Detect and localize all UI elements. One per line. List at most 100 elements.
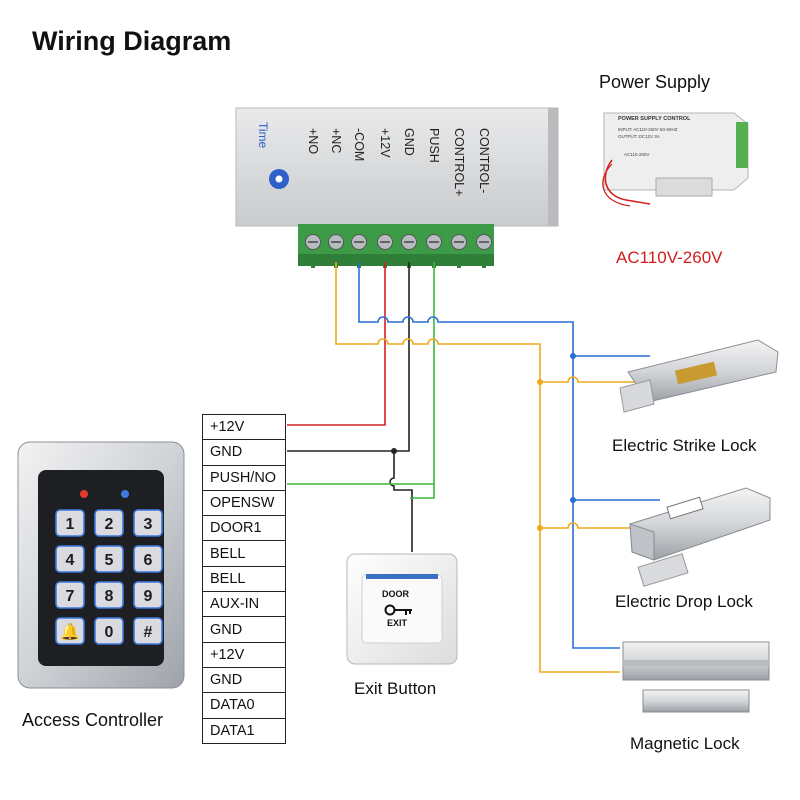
keypad-key-label: 3 — [144, 516, 153, 533]
keypad-key — [94, 617, 124, 645]
power-supply-terminal — [736, 122, 748, 168]
junction-dot — [570, 497, 576, 503]
power-supply-unit — [602, 112, 749, 207]
terminal-pin — [457, 264, 461, 268]
keypad-key — [94, 545, 124, 573]
electric-strike-lock-device — [619, 339, 779, 413]
terminal-row: DATA0 — [202, 692, 286, 719]
keypad-key-label: 8 — [105, 588, 114, 605]
junction-dot — [537, 525, 543, 531]
magnetic-lock-device — [622, 641, 770, 713]
time-knob-center — [275, 175, 283, 183]
exit-button-device — [346, 553, 458, 665]
keypad-key — [55, 617, 85, 645]
control-terminal-label: PUSH — [427, 128, 441, 163]
wire-orange-drop — [540, 522, 640, 529]
terminal-block-shade — [298, 254, 494, 266]
power-supply-cable-2 — [602, 163, 631, 207]
key-icon-shaft — [394, 609, 412, 615]
wire-orange-com — [335, 262, 620, 673]
keypad-key-label: 9 — [144, 588, 153, 605]
wire-orange-strike — [540, 376, 640, 383]
magnetic-lock-face — [623, 660, 769, 666]
exit-button-top-text: DOOR — [382, 589, 409, 599]
exit-button-label: Exit Button — [354, 679, 437, 698]
power-supply-module-header: POWER SUPPLY CONTROL — [618, 116, 691, 122]
strike-lock-keeper — [674, 361, 718, 385]
terminal-label: +12V — [202, 641, 286, 668]
terminal-row: PUSH/NO — [202, 464, 286, 491]
keypad-key — [55, 509, 85, 537]
power-supply-spec-2: OUTPUT: DC12V 3A — [618, 134, 660, 139]
power-supply-cable — [604, 159, 651, 205]
junction-dot — [537, 379, 543, 385]
terminal-row: GND — [202, 666, 286, 694]
drop-lock-label — [666, 496, 704, 520]
terminal-label: GND — [202, 616, 286, 643]
junction-dot — [391, 448, 397, 454]
junction-dot — [570, 353, 576, 359]
control-module-side — [548, 108, 558, 226]
terminal-row: GND — [202, 616, 286, 643]
power-supply-label: Power Supply — [599, 72, 711, 92]
keypad-key — [133, 545, 163, 573]
exit-button-stripe — [366, 574, 438, 579]
terminal-row: BELL — [202, 565, 286, 593]
keypad-key — [133, 581, 163, 609]
power-supply-voltage: AC110V-260V — [616, 248, 723, 267]
exit-button-bottom-text: EXIT — [387, 618, 408, 628]
terminal-row: AUX-IN — [202, 591, 286, 618]
keypad-key-label: 2 — [105, 516, 114, 533]
keypad-key — [133, 509, 163, 537]
red-led-icon — [80, 490, 88, 498]
strike-lock-plate — [619, 379, 655, 413]
terminal-row: GND — [202, 439, 286, 466]
control-module — [235, 107, 559, 268]
control-terminal-label: GND — [402, 128, 416, 156]
terminal-row: +12V — [202, 413, 286, 441]
terminal-row: DOOR1 — [202, 515, 286, 542]
drop-lock-end — [629, 523, 655, 561]
terminal-row: BELL — [202, 540, 286, 567]
power-supply-spec-1: INPUT: AC110-260V 50-60HZ — [618, 127, 678, 132]
drop-lock-label: Electric Drop Lock — [615, 592, 753, 611]
keypad-key — [55, 545, 85, 573]
keypad-key — [94, 509, 124, 537]
terminal-label: PUSH/NO — [202, 464, 286, 491]
strike-lock-label: Electric Strike Lock — [612, 436, 757, 455]
terminal-label: GND — [202, 666, 286, 694]
keypad-key-label: 6 — [144, 552, 153, 569]
wire-blue-nc — [358, 262, 620, 649]
access-controller-label: Access Controller — [22, 710, 164, 730]
terminal-label: AUX-IN — [202, 591, 286, 618]
terminal-pin — [311, 264, 315, 268]
keypad-key-label: 5 — [105, 552, 114, 569]
keypad-key-label: 1 — [66, 516, 75, 533]
control-terminal-label: -COM — [352, 128, 366, 162]
control-terminal-label: +NC — [329, 128, 343, 154]
terminal-screws — [305, 234, 492, 250]
control-terminal-label: CONTROL- — [477, 128, 491, 194]
power-supply-footnote: AC110-260V — [624, 152, 650, 157]
keypad-key-label: # — [144, 624, 153, 641]
wire-green-exit — [410, 484, 435, 499]
terminal-label: DATA0 — [202, 692, 286, 719]
keypad-key-label: 🔔 — [60, 623, 80, 641]
terminal-label: GND — [202, 439, 286, 466]
wire-black-exit — [389, 451, 413, 552]
terminal-pin — [482, 264, 486, 268]
control-terminal-label: CONTROL+ — [452, 128, 466, 197]
wire-junctions — [391, 353, 576, 531]
keypad-key — [133, 617, 163, 645]
terminal-label: BELL — [202, 540, 286, 567]
terminal-row: DATA1 — [202, 717, 286, 744]
terminal-label: +12V — [202, 413, 286, 441]
power-supply-bracket — [655, 177, 713, 197]
keypad-key — [55, 581, 85, 609]
time-label: Time — [256, 122, 270, 149]
terminal-label: DATA1 — [202, 717, 286, 744]
